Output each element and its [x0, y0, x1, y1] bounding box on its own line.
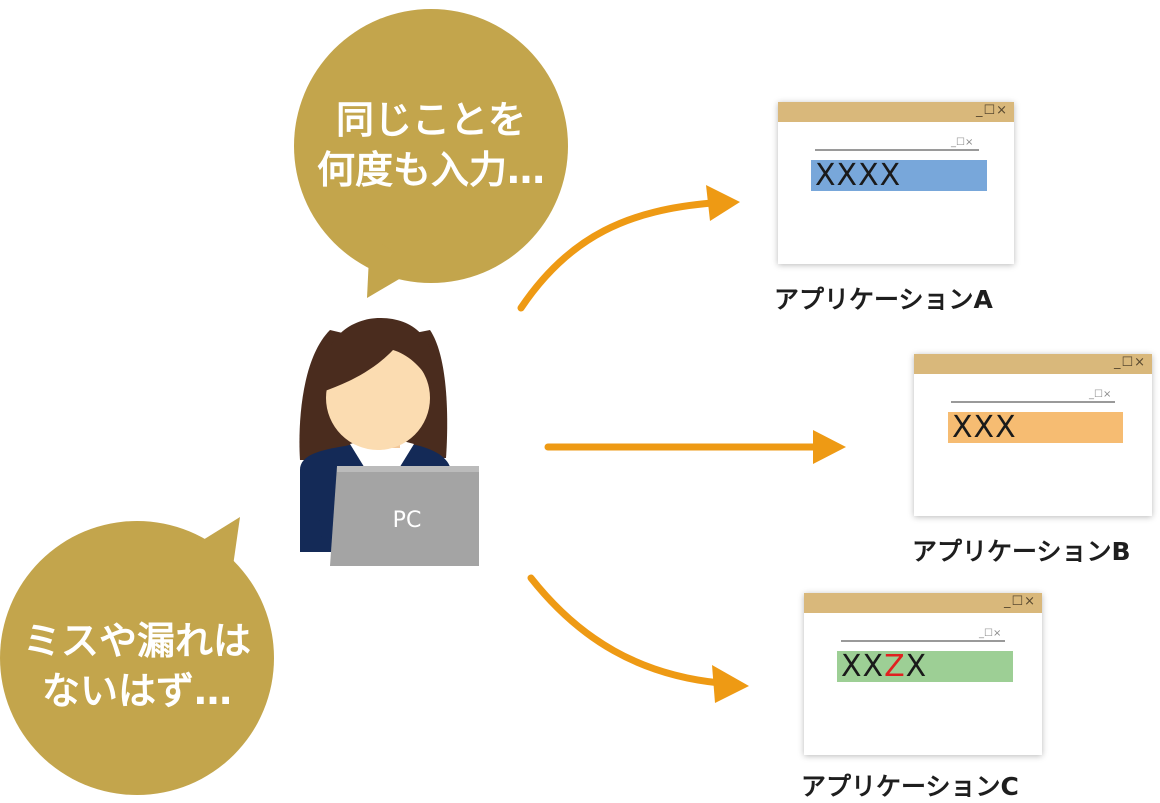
app-c-label: アプリケーションC [801, 772, 1019, 801]
arrow-to-app-b [544, 430, 846, 464]
window-controls-icon[interactable]: _☐× [1113, 355, 1146, 370]
arrow-to-app-a [517, 185, 740, 312]
inner-rule [841, 640, 1005, 642]
app-c-titlebar: _☐× [804, 593, 1042, 613]
app-b-input-field[interactable]: XXX [948, 410, 1123, 445]
arrow-to-app-c [527, 574, 749, 703]
laptop-label: PC [392, 508, 422, 533]
app-c-field-prefix: XX [841, 649, 885, 684]
window-controls-icon[interactable]: _☐× [975, 103, 1008, 118]
app-b-titlebar: _☐× [914, 354, 1152, 374]
bubble-top-line2: 何度も入力… [316, 148, 545, 192]
app-a-titlebar: _☐× [778, 102, 1014, 122]
bubble-top-line1: 同じことを [335, 98, 526, 142]
inner-rule [951, 401, 1115, 403]
bubble-bottom-line2: ないはず… [41, 669, 232, 713]
speech-bubble-bottom [0, 517, 274, 795]
app-c-field-suffix: X [905, 649, 928, 684]
inner-window-controls-icon[interactable]: _☐× [951, 137, 974, 148]
bubble-bottom-line1: ミスや漏れは [22, 619, 251, 663]
app-b-label: アプリケーションB [912, 537, 1131, 566]
laptop [330, 466, 479, 566]
speech-bubble-top [294, 9, 568, 298]
bubble-top-text: 同じことを 何度も入力… [311, 95, 551, 195]
app-window-a: _☐× _☐× XXXX [778, 102, 1014, 264]
inner-window-controls-icon[interactable]: _☐× [1089, 389, 1112, 400]
app-window-b: _☐× _☐× XXX [914, 354, 1152, 516]
app-c-field-error-char: Z [884, 649, 906, 684]
window-controls-icon[interactable]: _☐× [1003, 594, 1036, 609]
app-a-input-field[interactable]: XXXX [811, 158, 987, 193]
bubble-bottom-text: ミスや漏れは ないはず… [17, 616, 257, 716]
inner-window-controls-icon[interactable]: _☐× [979, 628, 1002, 639]
app-a-label: アプリケーションA [774, 285, 993, 314]
inner-rule [815, 149, 979, 151]
